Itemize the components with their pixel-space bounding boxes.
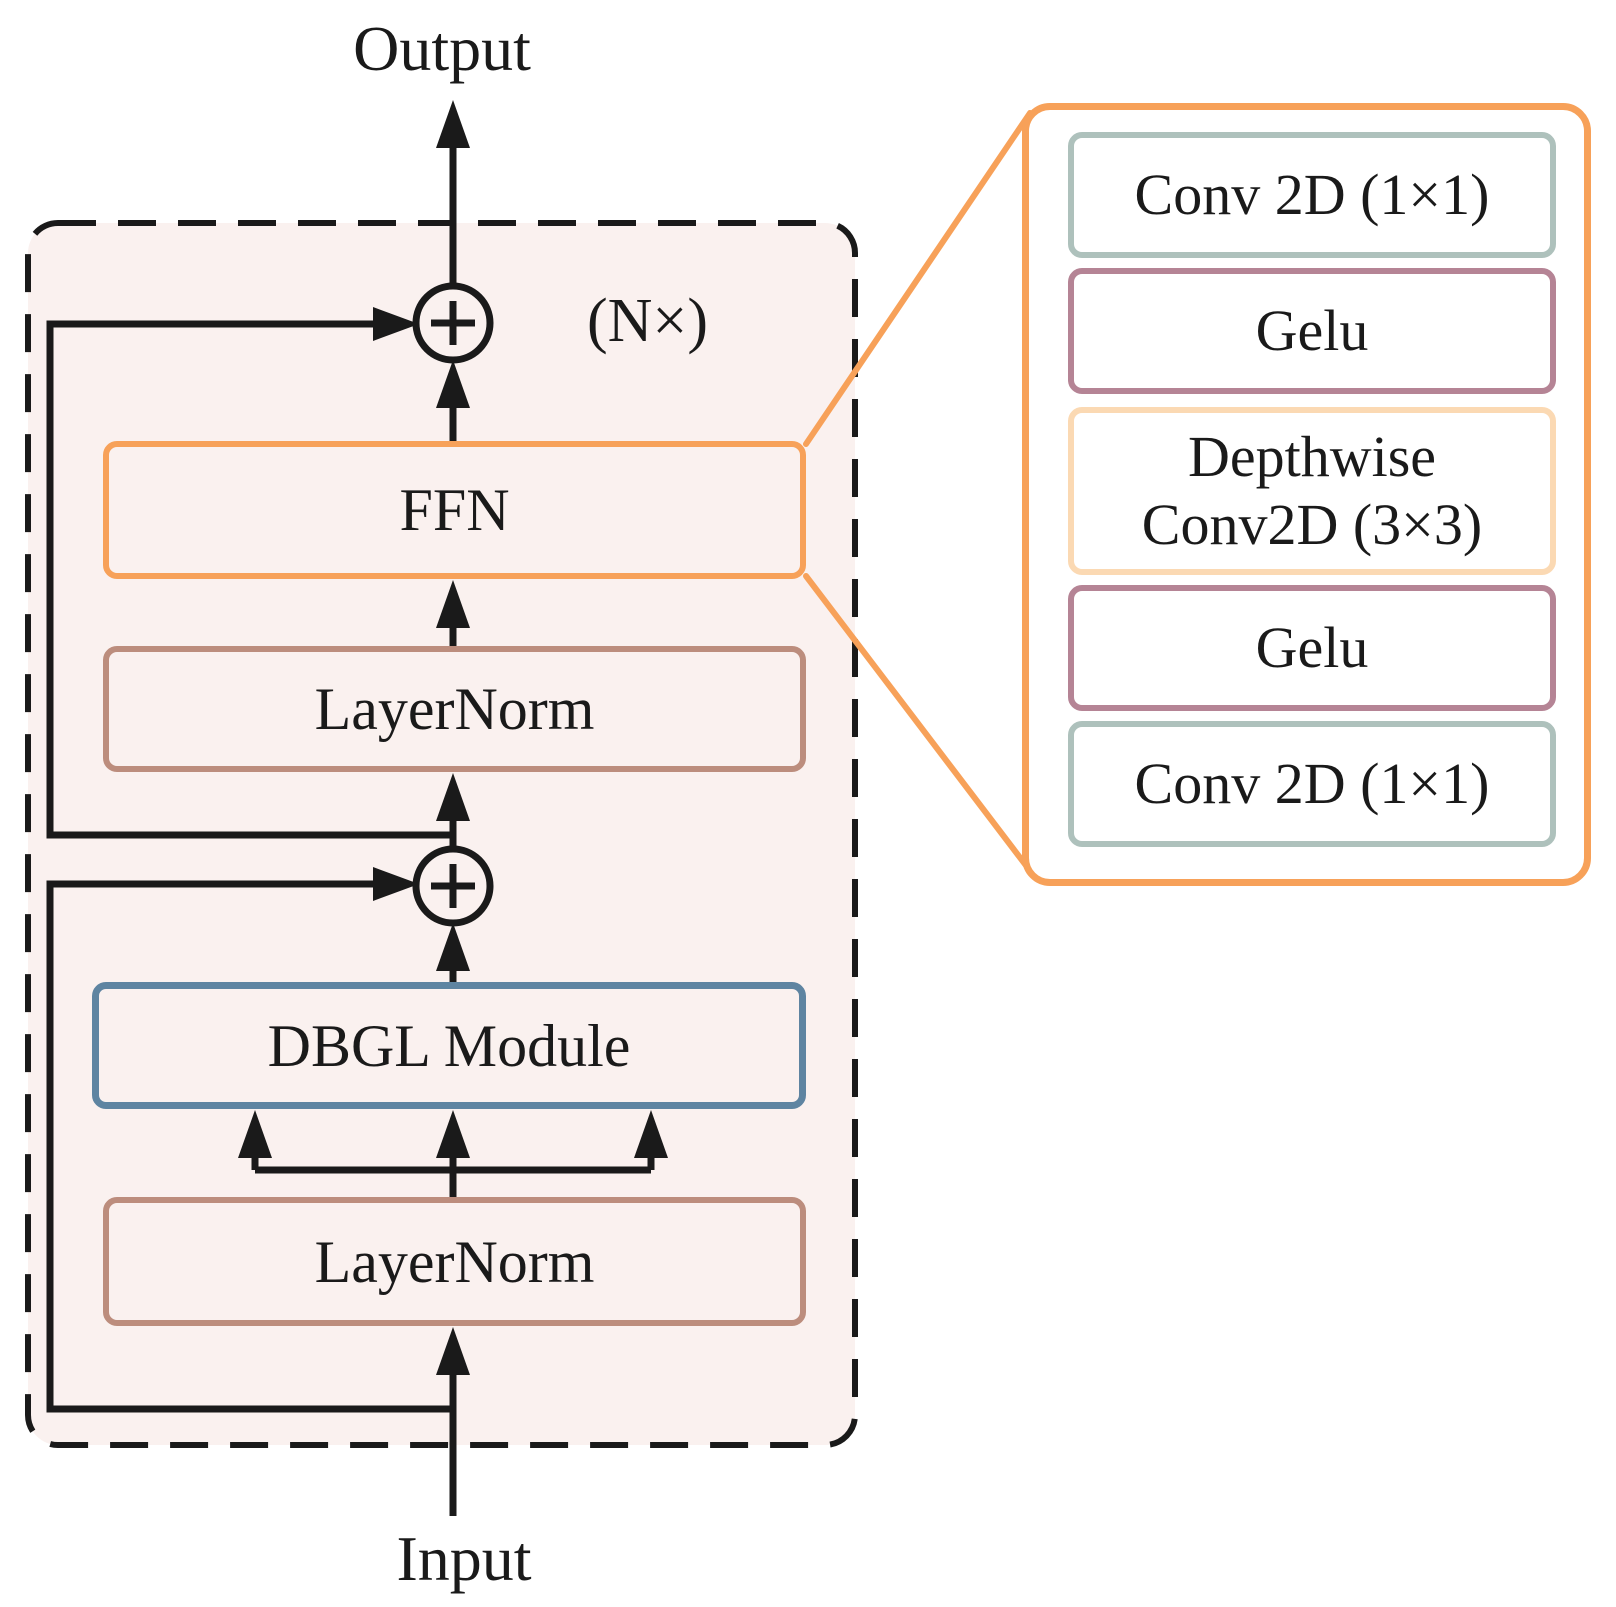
conv2d-1x1-bottom-box: Conv 2D (1×1) [1068,721,1556,847]
residual-skip-ffn-arrowhead [373,307,419,341]
gelu-bottom-box: Gelu [1068,585,1556,711]
callout-line-top [803,110,1033,447]
layernorm-top-label: LayerNorm [314,676,595,742]
fan-right-arrowhead [634,1110,668,1158]
depthwise-conv-label-line2: Conv2D (3×3) [1141,492,1483,557]
fan-center-arrowhead [436,1110,470,1158]
plus-glyph-top [431,301,475,345]
residual-skip-dbgl-arrowhead [373,867,419,901]
dbgl-module-box: DBGL Module [92,982,806,1109]
gelu-bottom-label: Gelu [1255,614,1369,680]
gelu-top-label: Gelu [1255,297,1369,363]
ffn-box-label: FFN [399,477,510,543]
residual-skip-dbgl-line [46,880,453,1413]
ffn-detail-panel: Conv 2D (1×1) Gelu Depthwise Conv2D (3×3… [1022,103,1591,886]
depthwise-conv-label-line1: Depthwise [1187,423,1437,489]
layernorm-top-box: LayerNorm [103,646,806,772]
fan-left-arrowhead [238,1110,272,1158]
conv2d-1x1-top-label: Conv 2D (1×1) [1134,161,1490,227]
plus-glyph-bottom [431,864,475,908]
layernorm-bottom-label: LayerNorm [314,1228,595,1295]
conv2d-1x1-top-box: Conv 2D (1×1) [1068,132,1556,258]
residual-skip-ffn-line [46,320,453,839]
depthwise-conv-box: Depthwise Conv2D (3×3) [1068,407,1556,575]
input-arrowhead [436,1327,470,1375]
conv2d-1x1-bottom-label: Conv 2D (1×1) [1134,750,1490,816]
output-arrowhead [436,100,470,148]
ffn-to-add-arrowhead [436,360,470,408]
layernorm-to-ffn-arrowhead [436,580,470,628]
dbgl-to-add-arrowhead [436,923,470,971]
output-label: Output [353,13,531,84]
layernorm-bottom-box: LayerNorm [103,1197,806,1326]
dbgl-module-label: DBGL Module [267,1012,631,1079]
add-to-layernorm-arrowhead [436,773,470,821]
gelu-top-box: Gelu [1068,268,1556,394]
ffn-box: FFN [103,441,806,579]
input-label: Input [396,1523,532,1594]
callout-line-bottom [803,573,1037,879]
repeat-count-label: (N×) [586,287,709,355]
